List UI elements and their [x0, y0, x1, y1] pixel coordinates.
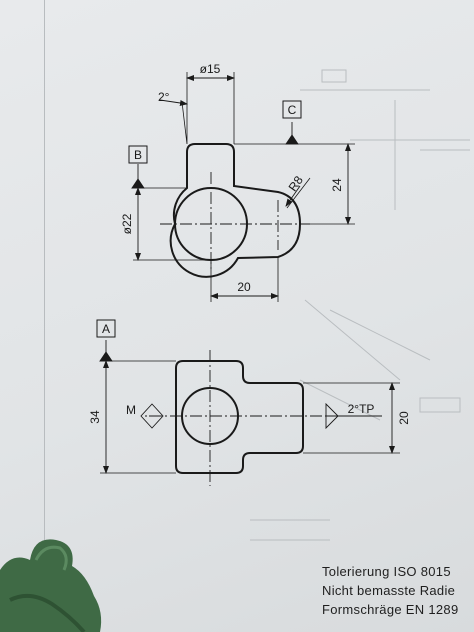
- height-24-label: 24: [330, 178, 344, 192]
- top-view-outline: [175, 360, 304, 474]
- footer-line-2: Nicht bemasste Radie: [322, 583, 456, 598]
- datum-c-label: C: [288, 103, 297, 117]
- top-view-20-label: 20: [397, 411, 411, 425]
- footer-line-1: Tolerierung ISO 8015: [322, 564, 451, 579]
- width-20-label: 20: [237, 280, 251, 294]
- taper-2tp-label: 2°TP: [348, 402, 375, 416]
- datum-a-box: A: [96, 319, 116, 338]
- datum-c-box: C: [282, 100, 302, 119]
- side-view-centerlines: [160, 172, 310, 270]
- top-view-dimensions: [99, 340, 395, 474]
- side-view-dimensions: [131, 75, 351, 299]
- parting-line-symbol: [140, 403, 164, 429]
- page-margin-line: [44, 0, 45, 632]
- parting-m-label: M: [126, 403, 136, 417]
- faint-background-print: [250, 69, 470, 541]
- top-view: [100, 350, 400, 486]
- angle-2-label: 2°: [158, 90, 170, 104]
- radius-8-label: R8: [286, 173, 306, 194]
- datum-a-label: A: [102, 322, 110, 336]
- datum-b-box: B: [128, 145, 148, 164]
- footer-line-3: Formschräge EN 1289: [322, 602, 459, 617]
- footer-notes: Tolerierung ISO 8015 Nicht bemasste Radi…: [322, 562, 474, 619]
- top-view-centerlines: [150, 350, 384, 486]
- datum-b-label: B: [134, 148, 142, 162]
- side-view: [133, 72, 355, 302]
- diameter-15-label: ø15: [200, 62, 221, 76]
- green-model-illustration: [0, 539, 102, 632]
- diameter-22-label: ø22: [120, 213, 134, 234]
- height-34-label: 34: [88, 410, 102, 424]
- side-view-outline: [169, 143, 302, 278]
